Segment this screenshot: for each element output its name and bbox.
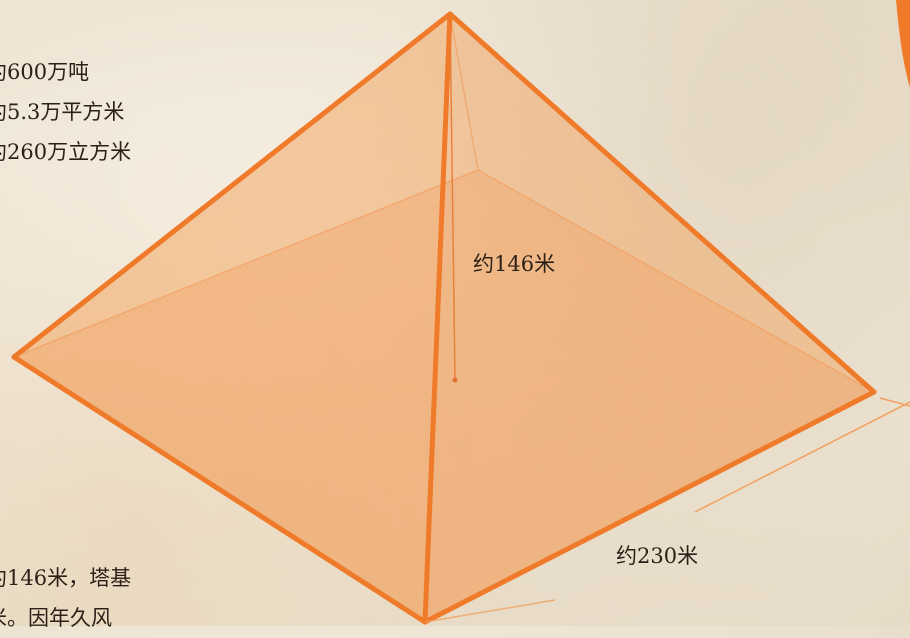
stats-text-block: 约600万吨 约5.3万平方米 约260万立方米 <box>0 52 131 172</box>
stat-area: 约5.3万平方米 <box>0 100 125 124</box>
base-center-point <box>452 377 458 383</box>
description-paragraph: 约146米，塔基 米。因年久风 <box>0 558 131 638</box>
paragraph-line-1: 约146米，塔基 <box>0 566 132 590</box>
pyramid-left-face <box>14 14 450 622</box>
hidden-base-edge-left <box>13 169 479 358</box>
base-dimension-lines <box>424 397 910 623</box>
stat-volume: 约260万立方米 <box>0 140 132 164</box>
height-line <box>449 13 456 381</box>
hidden-edge-back <box>449 13 479 171</box>
pyramid-base <box>14 170 874 622</box>
corner-decoration <box>896 0 910 88</box>
stat-weight: 约600万吨 <box>0 60 90 84</box>
pyramid-right-face <box>425 14 874 622</box>
paragraph-line-2: 米。因年久风 <box>0 606 112 630</box>
pyramid-edges <box>11 11 877 625</box>
height-label: 约146米 <box>473 252 556 276</box>
base-length-label: 约230米 <box>616 544 699 568</box>
hidden-base-edge-right <box>477 169 875 393</box>
